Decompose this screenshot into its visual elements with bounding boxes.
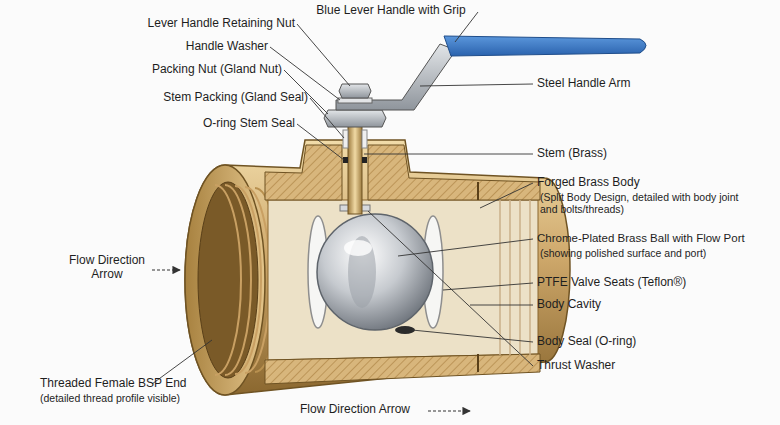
cut-face <box>265 145 342 200</box>
thread-ring <box>215 185 241 375</box>
part-note: (Split Body Design, detailed with body j… <box>540 191 755 215</box>
part-label: Body Cavity <box>537 298 777 312</box>
part-label: Lever Handle Retaining Nut <box>100 17 295 31</box>
part-label: Forged Brass Body <box>537 176 777 190</box>
thread-ring <box>500 200 530 355</box>
flow-label: Flow Direction Arrow <box>300 403 425 417</box>
leader-line <box>412 330 533 342</box>
thread-ring <box>235 186 261 374</box>
stem-seal <box>362 157 367 163</box>
part-note: (detailed thread profile visible) <box>40 392 260 404</box>
part-label: PTFE Valve Seats (Teflon®) <box>537 276 777 290</box>
bore-opening <box>198 182 258 378</box>
end-face <box>185 165 265 395</box>
leader-line <box>310 98 344 138</box>
part-label: Body Seal (O-ring) <box>537 335 777 349</box>
part-label: Handle Washer <box>100 40 268 54</box>
leader-line <box>368 211 533 366</box>
valve-ball <box>317 214 433 330</box>
stem-packing <box>343 130 348 148</box>
part-label: Blue Lever Handle with Grip <box>300 4 482 18</box>
part-label: O-ring Stem Seal <box>80 117 295 131</box>
cut-face <box>265 354 540 384</box>
retaining-nut <box>339 84 371 98</box>
thread-ring <box>225 185 251 375</box>
body-joint <box>477 182 479 372</box>
leader-line <box>398 239 533 256</box>
flow-arrow <box>152 269 180 270</box>
handle-washer <box>338 98 372 103</box>
leader-line <box>297 124 344 160</box>
part-label: Stem (Brass) <box>537 147 767 161</box>
leader-line <box>420 84 533 86</box>
part-label: Threaded Female BSP End <box>40 377 240 391</box>
leader-line <box>443 283 533 290</box>
body-cavity <box>268 200 538 360</box>
flow-label: Flow Direction Arrow <box>62 254 152 282</box>
handle-arm <box>336 44 456 110</box>
part-note: (showing polished surface and port) <box>540 247 775 259</box>
part-label: Packing Nut (Gland Nut) <box>80 63 282 77</box>
part-label: Chrome-Plated Brass Ball with Flow Port <box>537 232 780 245</box>
leader-line <box>364 154 533 155</box>
ball-highlight <box>344 240 372 256</box>
flow-arrow <box>428 410 470 411</box>
leader-line <box>480 183 533 208</box>
packing-nut <box>324 110 386 127</box>
thread-ring <box>245 187 270 373</box>
part-label: Thrust Washer <box>537 359 777 373</box>
lever-grip <box>444 36 646 56</box>
stem-packing <box>362 130 367 148</box>
leader-line <box>297 24 350 86</box>
part-label: Steel Handle Arm <box>537 77 767 91</box>
part-label: Stem Packing (Gland Seal) <box>80 91 308 105</box>
valve-body <box>185 140 570 395</box>
leader-line <box>470 305 533 306</box>
